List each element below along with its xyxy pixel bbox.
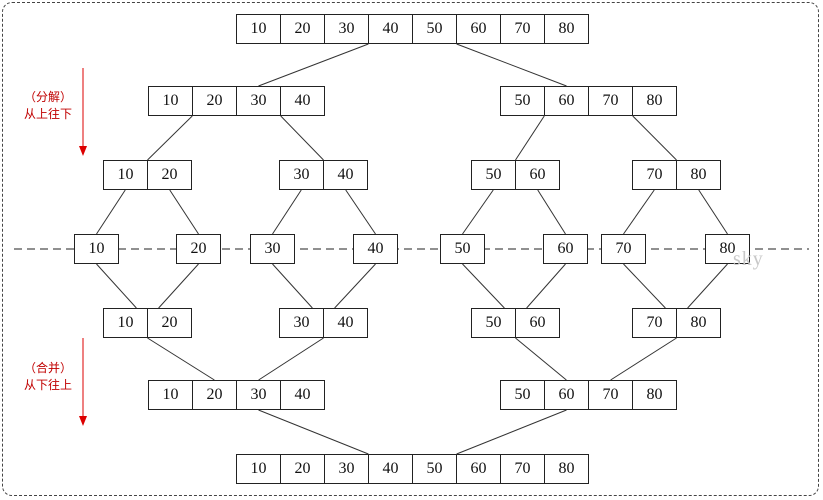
merge-label-text: （合并） [23, 361, 72, 375]
split-phase-label: （分解） 从上往下 [18, 89, 78, 123]
array-cell-top: 40 [368, 14, 413, 44]
merge-connector [96, 263, 137, 309]
array-cell-singles: 30 [250, 234, 295, 264]
array-cell-halves-merge: 40 [280, 380, 325, 410]
split-connector [537, 189, 566, 235]
array-cell-quarters-merge: 10 [103, 308, 148, 338]
merge-connector [462, 263, 505, 309]
array-cell-halves-split: 20 [192, 86, 237, 116]
array-cell-quarters-split: 50 [471, 160, 516, 190]
array-cell-bottom: 50 [412, 454, 457, 484]
merge-connector [334, 263, 376, 309]
array-cell-halves-split: 60 [544, 86, 589, 116]
merge-connector [456, 409, 567, 455]
array-cell-quarters-merge: 40 [323, 308, 368, 338]
merge-connector [258, 337, 324, 381]
merge-direction-text: 从下往上 [23, 378, 72, 392]
array-cell-singles: 70 [601, 234, 646, 264]
split-connector [698, 189, 728, 235]
array-cell-quarters-split: 60 [515, 160, 560, 190]
split-connector [280, 115, 324, 161]
split-connector [515, 115, 545, 161]
split-connector [272, 189, 302, 235]
merge-connector [687, 263, 728, 309]
merge-connector [526, 263, 566, 309]
array-cell-quarters-split: 70 [632, 160, 677, 190]
array-cell-halves-merge: 80 [632, 380, 677, 410]
array-cell-halves-merge: 70 [588, 380, 633, 410]
array-cell-halves-split: 10 [148, 86, 193, 116]
array-cell-top: 20 [280, 14, 325, 44]
split-connector [147, 115, 193, 161]
array-cell-bottom: 30 [324, 454, 369, 484]
split-down-arrow-head [79, 146, 87, 156]
array-cell-halves-split: 50 [500, 86, 545, 116]
array-cell-singles: 10 [74, 234, 119, 264]
merge-connector [515, 337, 567, 381]
merge-connector [147, 337, 215, 381]
array-cell-bottom: 10 [236, 454, 281, 484]
merge-connector [158, 263, 199, 309]
array-cell-top: 10 [236, 14, 281, 44]
array-cell-singles: 60 [543, 234, 588, 264]
array-cell-quarters-merge: 70 [632, 308, 677, 338]
array-cell-quarters-merge: 20 [147, 308, 192, 338]
array-cell-bottom: 60 [456, 454, 501, 484]
split-connector [96, 189, 126, 235]
array-cell-bottom: 20 [280, 454, 325, 484]
merge-connector [272, 263, 313, 309]
array-cell-halves-split: 30 [236, 86, 281, 116]
array-cell-top: 80 [544, 14, 589, 44]
merge-phase-label: （合并） 从下往上 [18, 360, 78, 394]
array-cell-top: 60 [456, 14, 501, 44]
array-cell-quarters-merge: 30 [279, 308, 324, 338]
array-cell-quarters-merge: 50 [471, 308, 516, 338]
array-cell-bottom: 40 [368, 454, 413, 484]
array-cell-bottom: 80 [544, 454, 589, 484]
split-connector [456, 43, 567, 87]
array-cell-top: 30 [324, 14, 369, 44]
split-connector [462, 189, 494, 235]
watermark: sky [733, 248, 764, 270]
array-cell-halves-split: 40 [280, 86, 325, 116]
array-cell-quarters-split: 20 [147, 160, 192, 190]
array-cell-top: 50 [412, 14, 457, 44]
split-label-text: （分解） [23, 90, 72, 104]
array-cell-halves-merge: 30 [236, 380, 281, 410]
array-cell-quarters-split: 10 [103, 160, 148, 190]
array-cell-quarters-merge: 60 [515, 308, 560, 338]
split-connector [169, 189, 199, 235]
split-connector [623, 189, 655, 235]
split-connector [345, 189, 376, 235]
array-cell-top: 70 [500, 14, 545, 44]
array-cell-quarters-split: 80 [676, 160, 721, 190]
array-cell-singles: 80 [705, 234, 750, 264]
array-cell-quarters-split: 40 [323, 160, 368, 190]
split-connector [258, 43, 369, 87]
merge-connector [258, 409, 369, 455]
merge-connector [623, 263, 666, 309]
array-cell-halves-merge: 60 [544, 380, 589, 410]
array-cell-halves-merge: 20 [192, 380, 237, 410]
array-cell-singles: 40 [353, 234, 398, 264]
merge-connector [610, 337, 677, 381]
merge-down-arrow-head [79, 416, 87, 426]
array-cell-quarters-merge: 80 [676, 308, 721, 338]
array-cell-halves-merge: 50 [500, 380, 545, 410]
array-cell-halves-split: 70 [588, 86, 633, 116]
split-connector [632, 115, 677, 161]
array-cell-halves-split: 80 [632, 86, 677, 116]
array-cell-singles: 50 [440, 234, 485, 264]
array-cell-bottom: 70 [500, 454, 545, 484]
array-cell-quarters-split: 30 [279, 160, 324, 190]
array-cell-singles: 20 [176, 234, 221, 264]
array-cell-halves-merge: 10 [148, 380, 193, 410]
split-direction-text: 从上往下 [23, 107, 72, 121]
